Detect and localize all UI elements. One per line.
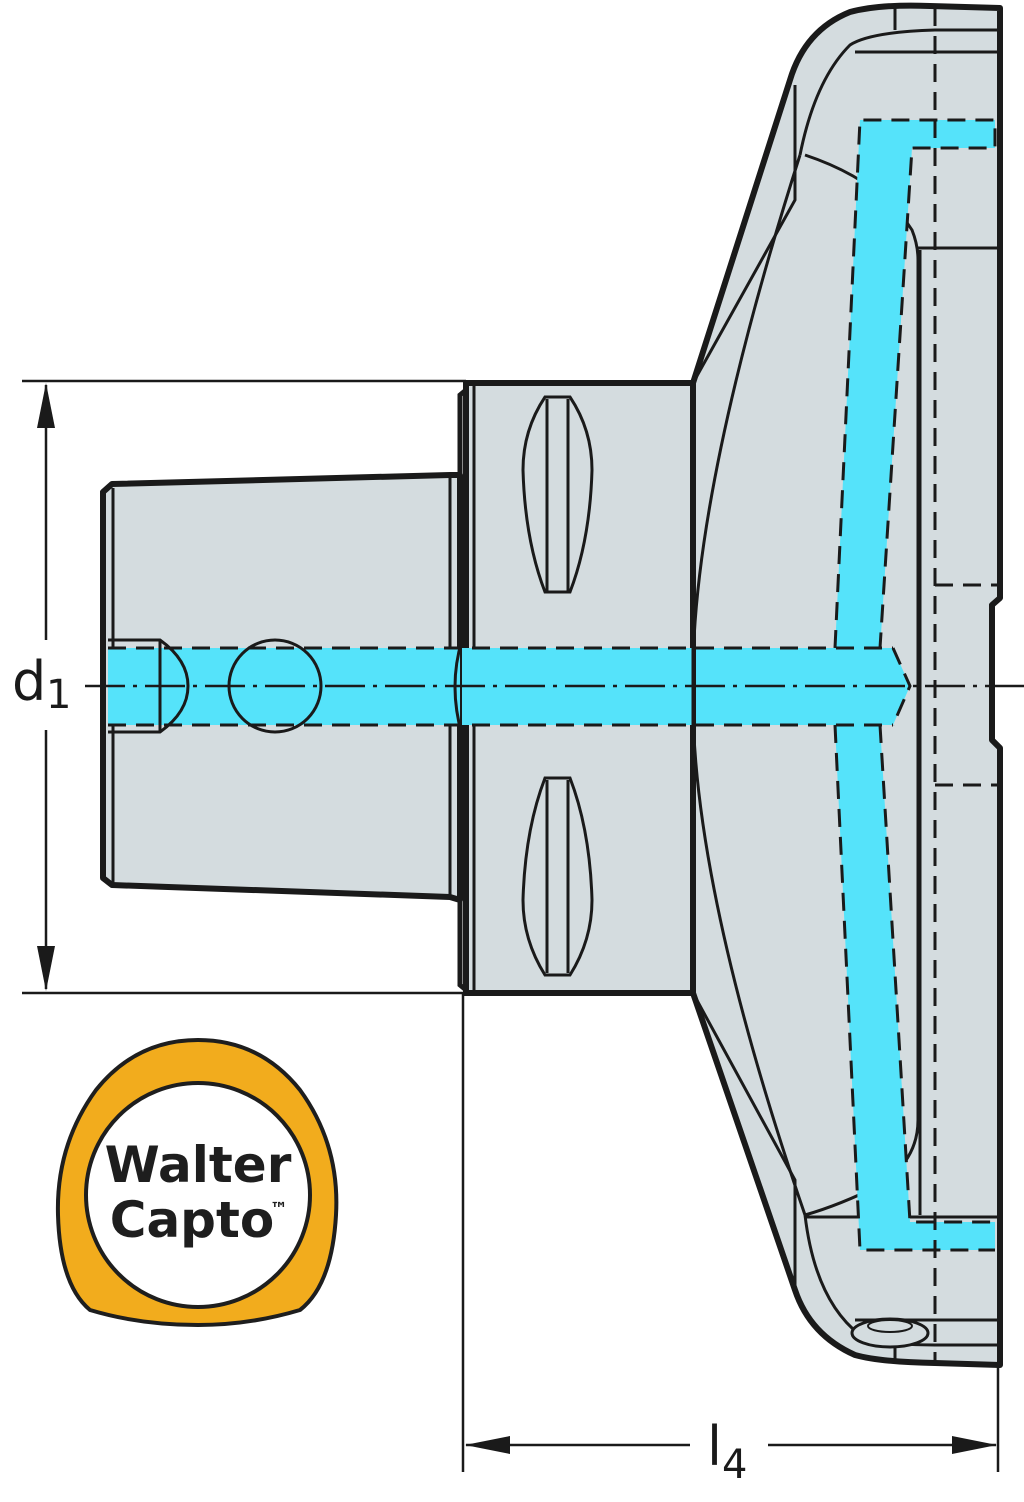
- collar: [453, 380, 696, 996]
- flange-inner-contour-top: [798, 28, 998, 156]
- coolant-channel-vertical-lower: [835, 725, 995, 1250]
- logo-line-1: Walter: [105, 1136, 292, 1194]
- collar-step: [457, 388, 468, 475]
- screw-slot: [867, 1319, 913, 1333]
- coolant-vertical-outer-lower: [833, 724, 995, 1252]
- flange-side-edge-top: [691, 85, 797, 384]
- d1-arrow-bottom: [37, 946, 55, 991]
- coolant-vertical-outer: [833, 118, 997, 649]
- drive-slot-bottom: [521, 776, 594, 977]
- collar-step-bottom: [457, 900, 468, 992]
- l4-arrow-right: [952, 1436, 997, 1454]
- d1-subscript: 1: [46, 672, 71, 718]
- drive-slot-top: [521, 395, 594, 594]
- l4-arrow-left: [465, 1436, 510, 1454]
- logo-inner-disc: [84, 1081, 312, 1309]
- logo-trademark: ™: [270, 1199, 288, 1220]
- coolant-tip-edge: [891, 647, 912, 726]
- dimension-d1: d 1: [12, 379, 466, 995]
- coolant-channel-vertical: [835, 120, 995, 650]
- taper-shank: [100, 472, 463, 903]
- dimension-l4: l 4: [461, 993, 1000, 1488]
- l4-label: l: [707, 1415, 722, 1478]
- d1-label: d: [12, 650, 46, 713]
- d1-arrow-top: [37, 383, 55, 428]
- l4-subscript: 4: [722, 1442, 747, 1488]
- walter-capto-logo: Walter Capto ™: [55, 1037, 339, 1328]
- logo-line-2: Capto: [110, 1191, 274, 1249]
- flange-side-edge-bottom: [691, 992, 797, 1290]
